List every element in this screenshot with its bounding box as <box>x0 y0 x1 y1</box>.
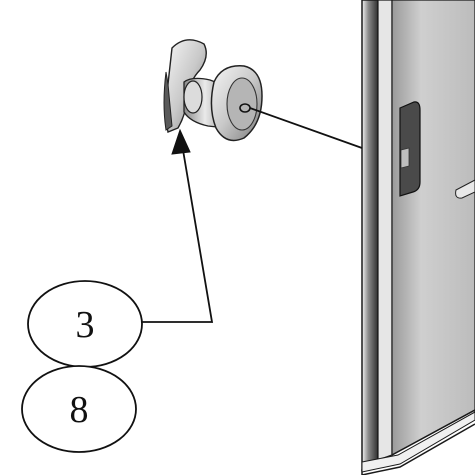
lock-keeper <box>399 101 421 197</box>
leader-line-callout-3 <box>140 149 214 323</box>
door-latch-detail <box>455 179 475 199</box>
callout-balloon-8: 8 <box>21 365 137 453</box>
arrowhead-icon <box>171 128 191 155</box>
callout-label: 3 <box>76 304 95 346</box>
lock-wing-shadow <box>163 71 173 131</box>
door-base-strip <box>361 411 475 473</box>
lock-keeper-highlight <box>400 147 410 169</box>
cabinet-door-panel <box>361 0 475 475</box>
callout-label: 8 <box>70 389 89 431</box>
callout-balloon-3: 3 <box>27 280 143 368</box>
leader-line-keyhole-to-door <box>249 107 363 149</box>
door-frame-edge <box>361 0 379 472</box>
lock-barrel-ring <box>183 80 203 114</box>
quarter-turn-lock <box>163 39 263 142</box>
door-frame-inner <box>377 0 393 461</box>
callout-circle <box>21 365 137 453</box>
door-face <box>391 0 475 457</box>
